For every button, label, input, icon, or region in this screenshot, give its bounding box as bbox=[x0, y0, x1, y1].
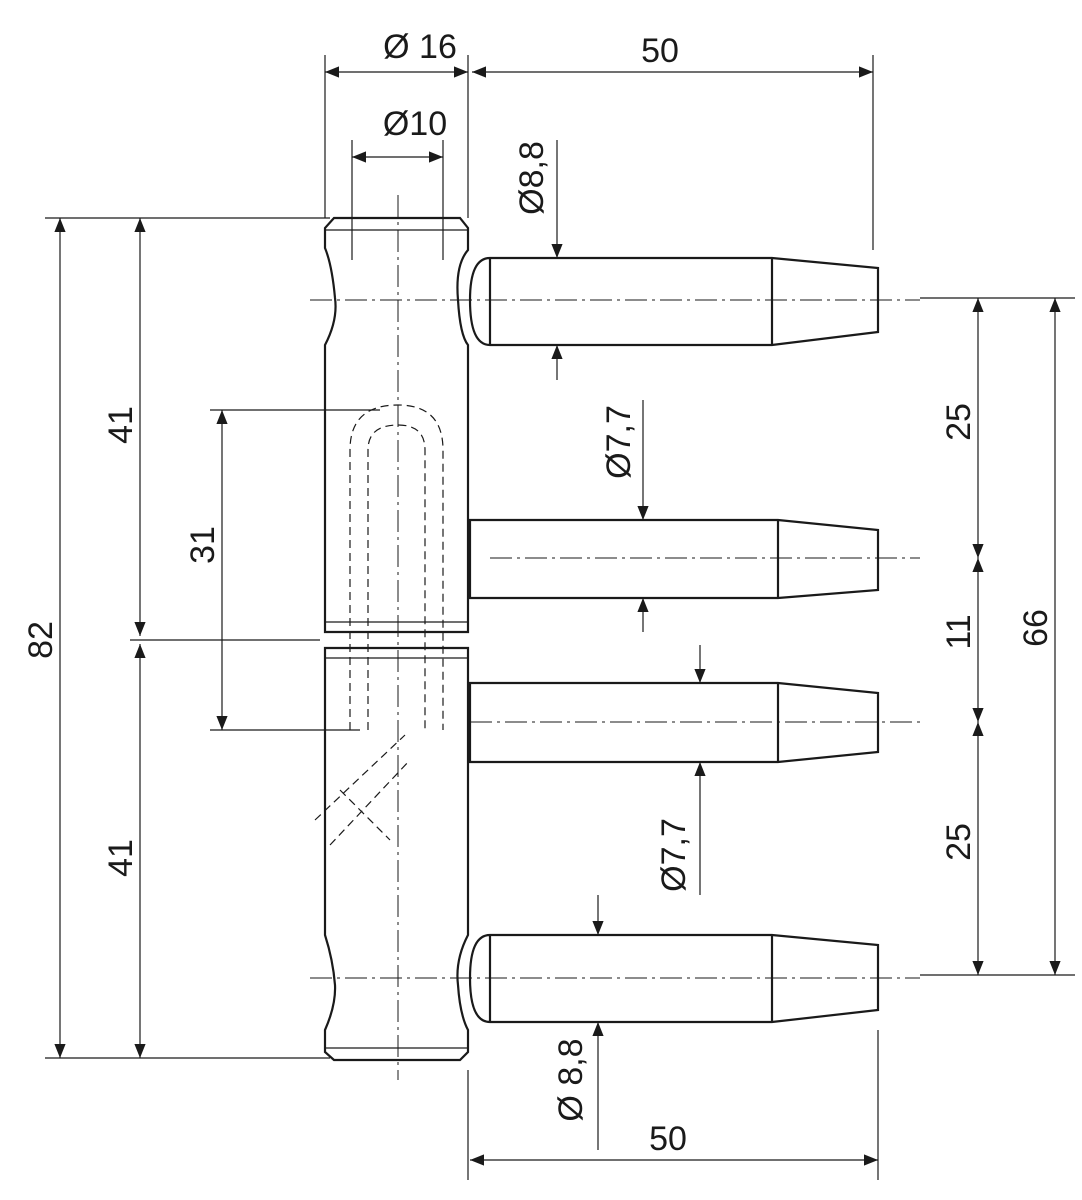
pin-bottom bbox=[468, 933, 880, 1024]
dim-inner-diameter: Ø10 bbox=[383, 105, 447, 143]
hidden-bore bbox=[314, 404, 444, 846]
dim-middle-pin-lower-diameter: Ø7,7 bbox=[655, 818, 693, 892]
dim-top-pin-length: 50 bbox=[641, 32, 679, 70]
dim-top-pin-diameter: Ø8,8 bbox=[513, 141, 551, 215]
dim-bottom-pin-length: 50 bbox=[649, 1120, 687, 1158]
pin-top bbox=[468, 256, 880, 347]
dim-upper-half-height: 41 bbox=[102, 406, 140, 444]
dim-lower-half-height: 41 bbox=[102, 839, 140, 877]
dim-body-diameter: Ø 16 bbox=[383, 28, 457, 66]
pin-middle-lower bbox=[468, 681, 880, 764]
dim-spacing-lower: 25 bbox=[940, 823, 978, 861]
dim-spacing-upper: 25 bbox=[940, 403, 978, 441]
dim-inner-bore-length: 31 bbox=[184, 526, 222, 564]
pin-middle-upper bbox=[468, 518, 880, 600]
dim-bottom-pin-diameter: Ø 8,8 bbox=[552, 1038, 590, 1121]
dim-total-height: 82 bbox=[22, 621, 60, 659]
dim-outer-pin-spacing: 66 bbox=[1017, 609, 1055, 647]
dim-spacing-middle: 11 bbox=[940, 614, 978, 649]
extension-lines bbox=[45, 55, 1075, 1180]
hinge-body-upper bbox=[323, 216, 470, 634]
hinge-body-lower bbox=[323, 646, 470, 1062]
dimension-lines bbox=[54, 66, 1061, 1166]
dim-middle-pin-upper-diameter: Ø7,7 bbox=[600, 405, 638, 479]
